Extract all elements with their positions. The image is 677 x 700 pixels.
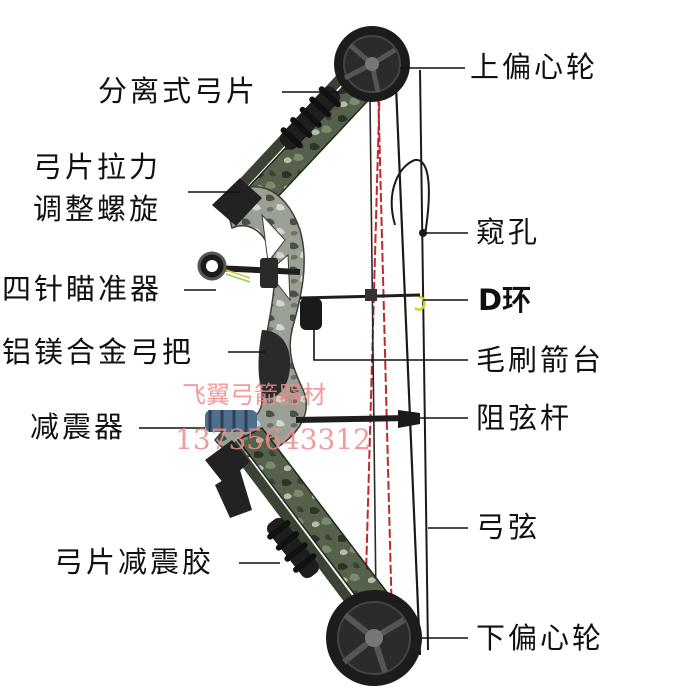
lower-limb-dampener — [267, 517, 319, 579]
bowstring-lines — [364, 61, 429, 656]
leader-lines — [139, 67, 468, 639]
stabilizer — [205, 410, 257, 432]
upper-cam — [334, 26, 410, 102]
label-upper-cam: 上偏心轮 — [470, 50, 599, 84]
four-pin-sight — [197, 251, 301, 288]
label-d-loop: D环 — [478, 283, 532, 317]
label-peep-sight: 窥孔 — [476, 215, 541, 249]
label-limb-tension-bolt-line2: 调整螺旋 — [33, 192, 162, 226]
label-bowstring: 弓弦 — [476, 510, 541, 544]
label-brush-rest: 毛刷箭台 — [476, 343, 605, 377]
label-cable-guard: 阻弦杆 — [476, 401, 573, 435]
riser — [214, 185, 308, 457]
label-detachable-limb: 分离式弓片 — [98, 74, 259, 108]
brush-rest — [299, 289, 421, 330]
cable-guard — [295, 410, 420, 428]
watermark-phone: 13735643312 — [175, 423, 371, 456]
peep-sight-loop — [390, 158, 430, 236]
d-loop — [414, 294, 426, 311]
label-four-pin-sight: 四针瞄准器 — [2, 272, 163, 306]
limb-bolt-upper — [212, 178, 262, 226]
label-stabilizer: 减震器 — [30, 410, 127, 444]
label-limb-tension-bolt-line1: 弓片拉力 — [33, 150, 162, 184]
label-lower-cam: 下偏心轮 — [476, 621, 605, 655]
label-limb-dampener: 弓片减震胶 — [54, 545, 215, 579]
limb-bolt-lower — [205, 440, 252, 518]
label-aluminum-riser: 铝镁合金弓把 — [2, 335, 195, 369]
lower-cam — [326, 590, 422, 686]
watermark-shop-name: 飞翼弓箭器材 — [182, 381, 326, 409]
peep-sight-marker — [419, 229, 427, 237]
upper-limb-dampener — [279, 86, 341, 150]
